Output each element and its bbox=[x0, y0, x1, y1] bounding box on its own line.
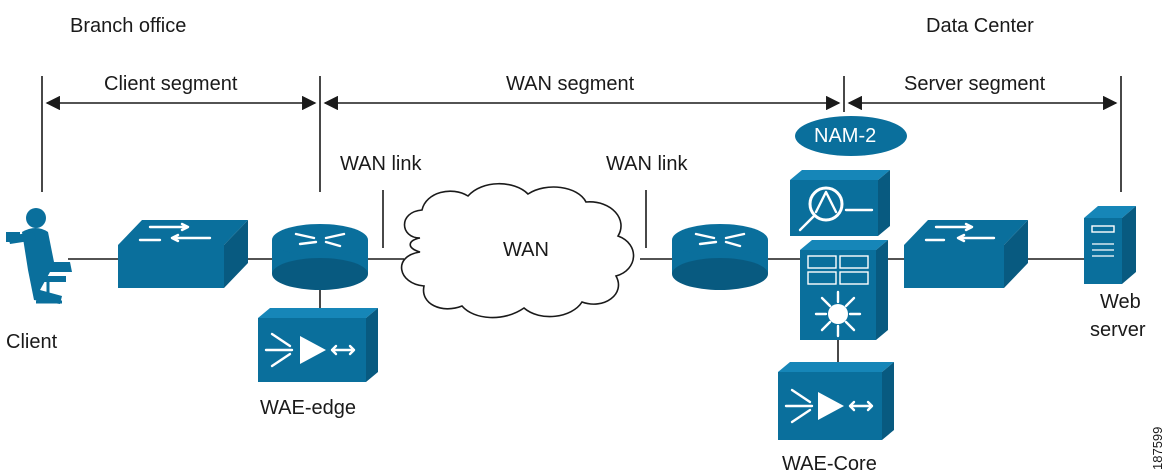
wan-link-right-label: WAN link bbox=[606, 153, 688, 175]
branch-switch-icon bbox=[118, 220, 248, 288]
datacenter-switch-icon bbox=[904, 220, 1028, 288]
branch-router-icon bbox=[272, 224, 368, 290]
data-center-header: Data Center bbox=[926, 15, 1034, 37]
datacenter-router-icon bbox=[672, 224, 768, 290]
web-server-label-line1: Web bbox=[1100, 291, 1141, 313]
client-person-icon bbox=[6, 208, 72, 304]
wan-cloud-label: WAN bbox=[503, 239, 549, 261]
nam-2-label: NAM-2 bbox=[814, 125, 877, 147]
wan-cloud-icon bbox=[400, 183, 635, 319]
wae-core-icon bbox=[778, 362, 894, 440]
nam-module-icon bbox=[790, 170, 890, 236]
wae-core-label: WAE-Core bbox=[782, 453, 877, 475]
wae-edge-label: WAE-edge bbox=[260, 397, 356, 419]
client-label: Client bbox=[6, 331, 58, 353]
branch-office-header: Branch office bbox=[70, 15, 187, 37]
server-segment-label: Server segment bbox=[904, 73, 1046, 95]
core-switch-chassis-icon bbox=[800, 240, 888, 340]
wan-link-left-label: WAN link bbox=[340, 153, 422, 175]
wan-segment-label: WAN segment bbox=[506, 73, 635, 95]
figure-id: 187599 bbox=[1150, 426, 1165, 470]
client-segment-label: Client segment bbox=[104, 73, 238, 95]
nam-2-badge bbox=[795, 116, 907, 156]
web-server-icon bbox=[1084, 206, 1136, 284]
web-server-label-line2: server bbox=[1090, 319, 1146, 341]
wae-edge-icon bbox=[258, 308, 378, 382]
